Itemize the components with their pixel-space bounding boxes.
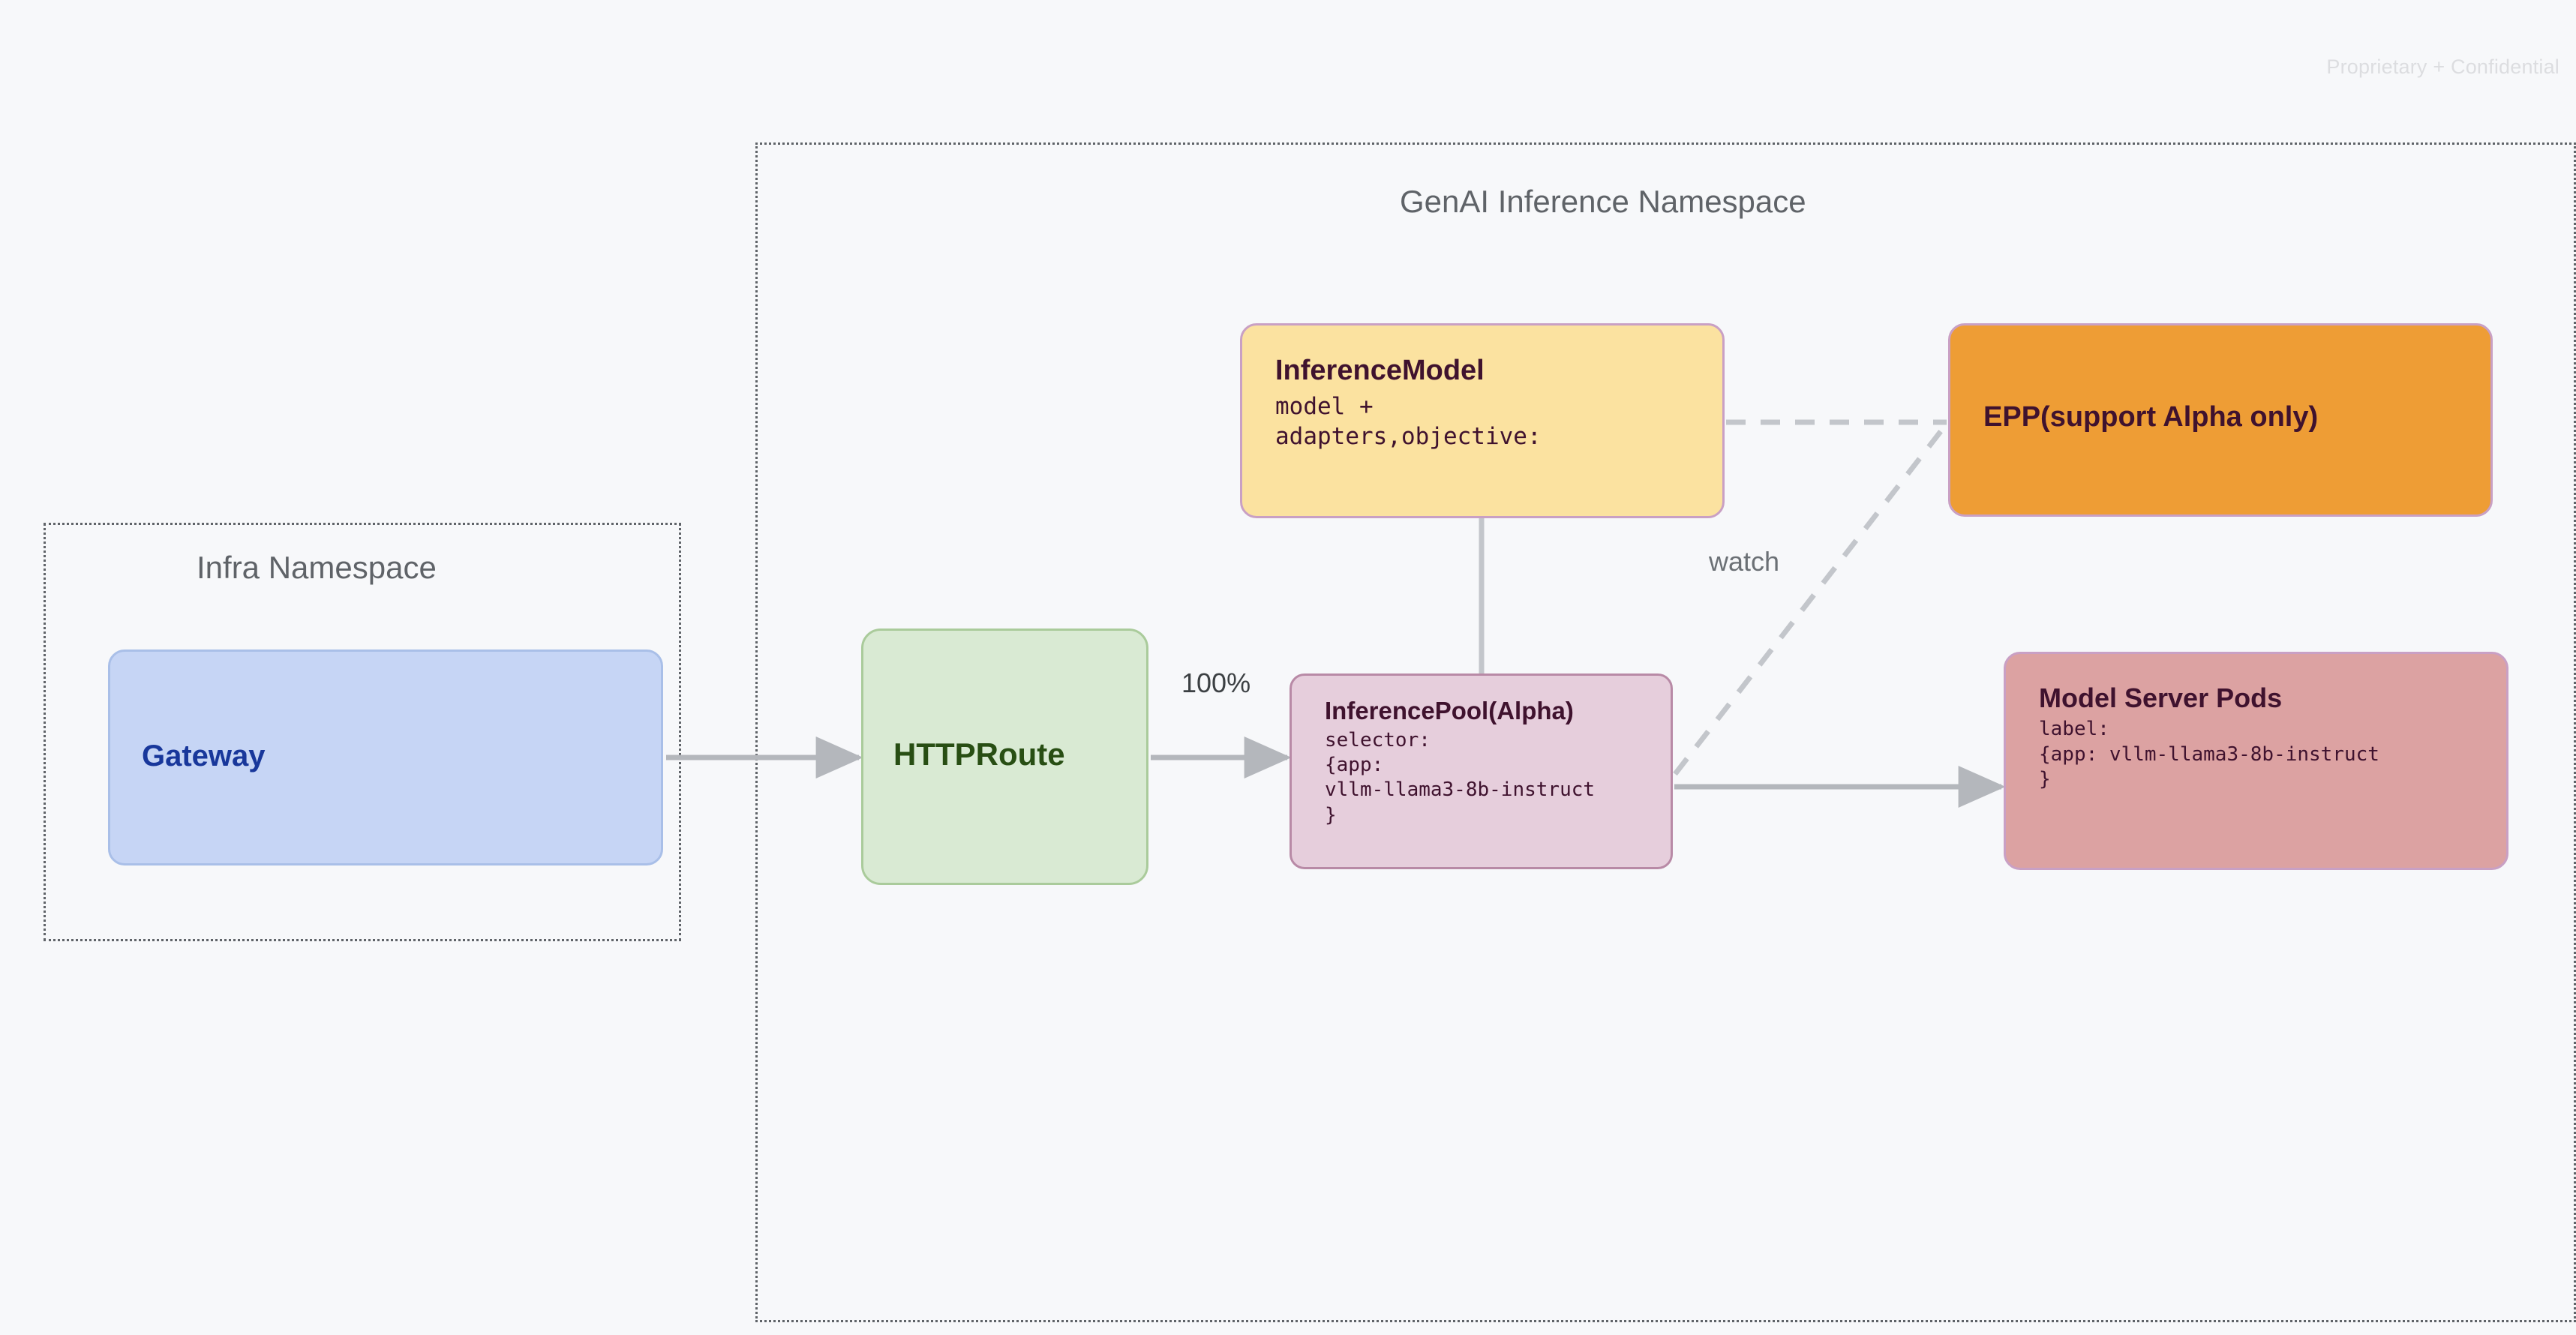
genai-inference-namespace-container (755, 142, 2576, 1322)
gateway-title: Gateway (142, 740, 266, 772)
model-server-pods-title: Model Server Pods (2039, 682, 2283, 713)
gateway-content: Gateway (142, 739, 646, 774)
httproute-content: HTTPRoute (893, 736, 1131, 773)
confidential-watermark: Proprietary + Confidential (2326, 56, 2559, 78)
httproute-title: HTTPRoute (893, 736, 1065, 772)
node-epp[interactable]: EPP(support Alpha only) (1948, 323, 2493, 517)
inference-pool-spec: selector: {app: vllm-llama3-8b-instruct … (1325, 728, 1596, 826)
inference-pool-content: InferencePool(Alpha) selector: {app: vll… (1325, 697, 1656, 828)
edge-label-watch: watch (1709, 546, 1780, 577)
inference-model-spec: model + adapters,objective: (1275, 392, 1542, 450)
model-server-pods-content: Model Server Pods label: {app: vllm-llam… (2039, 682, 2491, 792)
epp-content: EPP(support Alpha only) (1983, 400, 2475, 434)
genai-inference-namespace-title: GenAI Inference Namespace (1400, 184, 1806, 219)
edge-label-traffic-split: 100% (1181, 668, 1251, 698)
inference-model-title: InferenceModel (1275, 355, 1485, 386)
infra-namespace-title: Infra Namespace (197, 550, 437, 585)
node-inference-pool[interactable]: InferencePool(Alpha) selector: {app: vll… (1290, 674, 1673, 869)
node-model-server-pods[interactable]: Model Server Pods label: {app: vllm-llam… (2004, 652, 2508, 870)
model-server-pods-spec: label: {app: vllm-llama3-8b-instruct } (2039, 718, 2379, 790)
inference-pool-title: InferencePool(Alpha) (1325, 697, 1574, 724)
inference-model-content: InferenceModel model + adapters,objectiv… (1275, 354, 1707, 452)
node-httproute[interactable]: HTTPRoute (861, 628, 1148, 885)
epp-title: EPP(support Alpha only) (1983, 401, 2319, 433)
node-inference-model[interactable]: InferenceModel model + adapters,objectiv… (1240, 323, 1725, 518)
infra-namespace-container (44, 523, 681, 941)
node-gateway[interactable]: Gateway (108, 650, 663, 866)
